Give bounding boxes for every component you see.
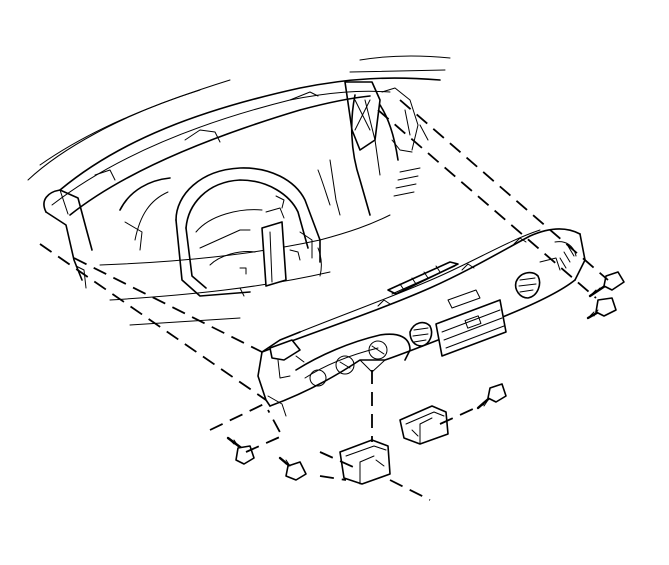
support-bracket <box>339 405 449 485</box>
bolt-lower-left-2 <box>278 456 307 481</box>
bolt-upper-right-2 <box>586 297 617 320</box>
cowl-body <box>27 55 451 326</box>
bolt-upper-right-1 <box>588 271 625 298</box>
instrument-panel <box>257 228 586 417</box>
hvac-module <box>175 167 322 297</box>
alignment-lines <box>39 99 609 501</box>
